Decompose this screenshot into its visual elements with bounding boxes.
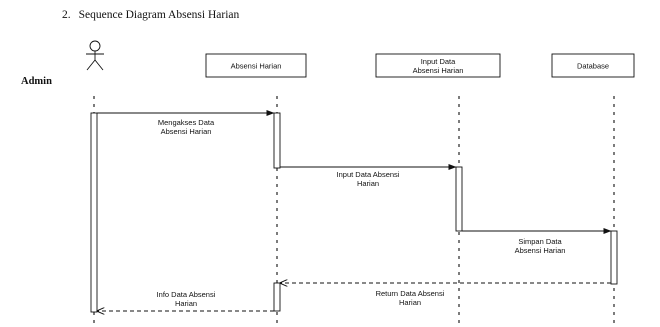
actor-admin: Admin	[21, 40, 104, 87]
message-label-line-2: Harian	[357, 179, 379, 188]
participant-label-line-2: Absensi Harian	[413, 66, 464, 75]
activation-input-data	[455, 166, 463, 232]
heading-number: 2.	[62, 9, 71, 21]
message-label-line-2: Harian	[399, 298, 421, 307]
message-label-line-1: Simpan Data	[518, 237, 562, 246]
stick-figure-icon	[86, 40, 104, 71]
participant-label: Absensi Harian	[231, 62, 282, 71]
message-1: Mengakses Data Absensi Harian	[97, 110, 275, 136]
participant-label: Database	[577, 62, 609, 71]
participant-database: Database	[551, 53, 635, 78]
activation-absensi-1	[273, 112, 281, 169]
participant-label-line-1: Input Data	[421, 57, 456, 66]
message-label-line-1: Input Data Absensi	[337, 170, 400, 179]
activation-absensi-2	[273, 282, 281, 312]
diagram-heading: 2. Sequence Diagram Absensi Harian	[62, 9, 239, 21]
message-label-line-1: Return Data Absensi	[376, 289, 445, 298]
message-label-line-2: Absensi Harian	[161, 127, 212, 136]
participant-input-data: Input Data Absensi Harian	[375, 53, 501, 78]
message-4-return: Return Data Absensi Harian	[280, 283, 611, 307]
message-label-line-2: Harian	[175, 299, 197, 308]
activation-admin	[90, 112, 98, 313]
message-label-line-2: Absensi Harian	[515, 246, 566, 255]
message-2: Input Data Absensi Harian	[280, 164, 457, 188]
message-5-return: Info Data Absensi Harian	[97, 290, 274, 311]
message-label-line-1: Info Data Absensi	[157, 290, 216, 299]
message-3: Simpan Data Absensi Harian	[462, 228, 612, 255]
message-label-line-1: Mengakses Data	[158, 118, 215, 127]
participant-absensi-harian: Absensi Harian	[205, 53, 307, 78]
actor-label: Admin	[21, 76, 52, 87]
heading-title: Sequence Diagram Absensi Harian	[78, 9, 240, 21]
activation-database	[610, 230, 618, 285]
